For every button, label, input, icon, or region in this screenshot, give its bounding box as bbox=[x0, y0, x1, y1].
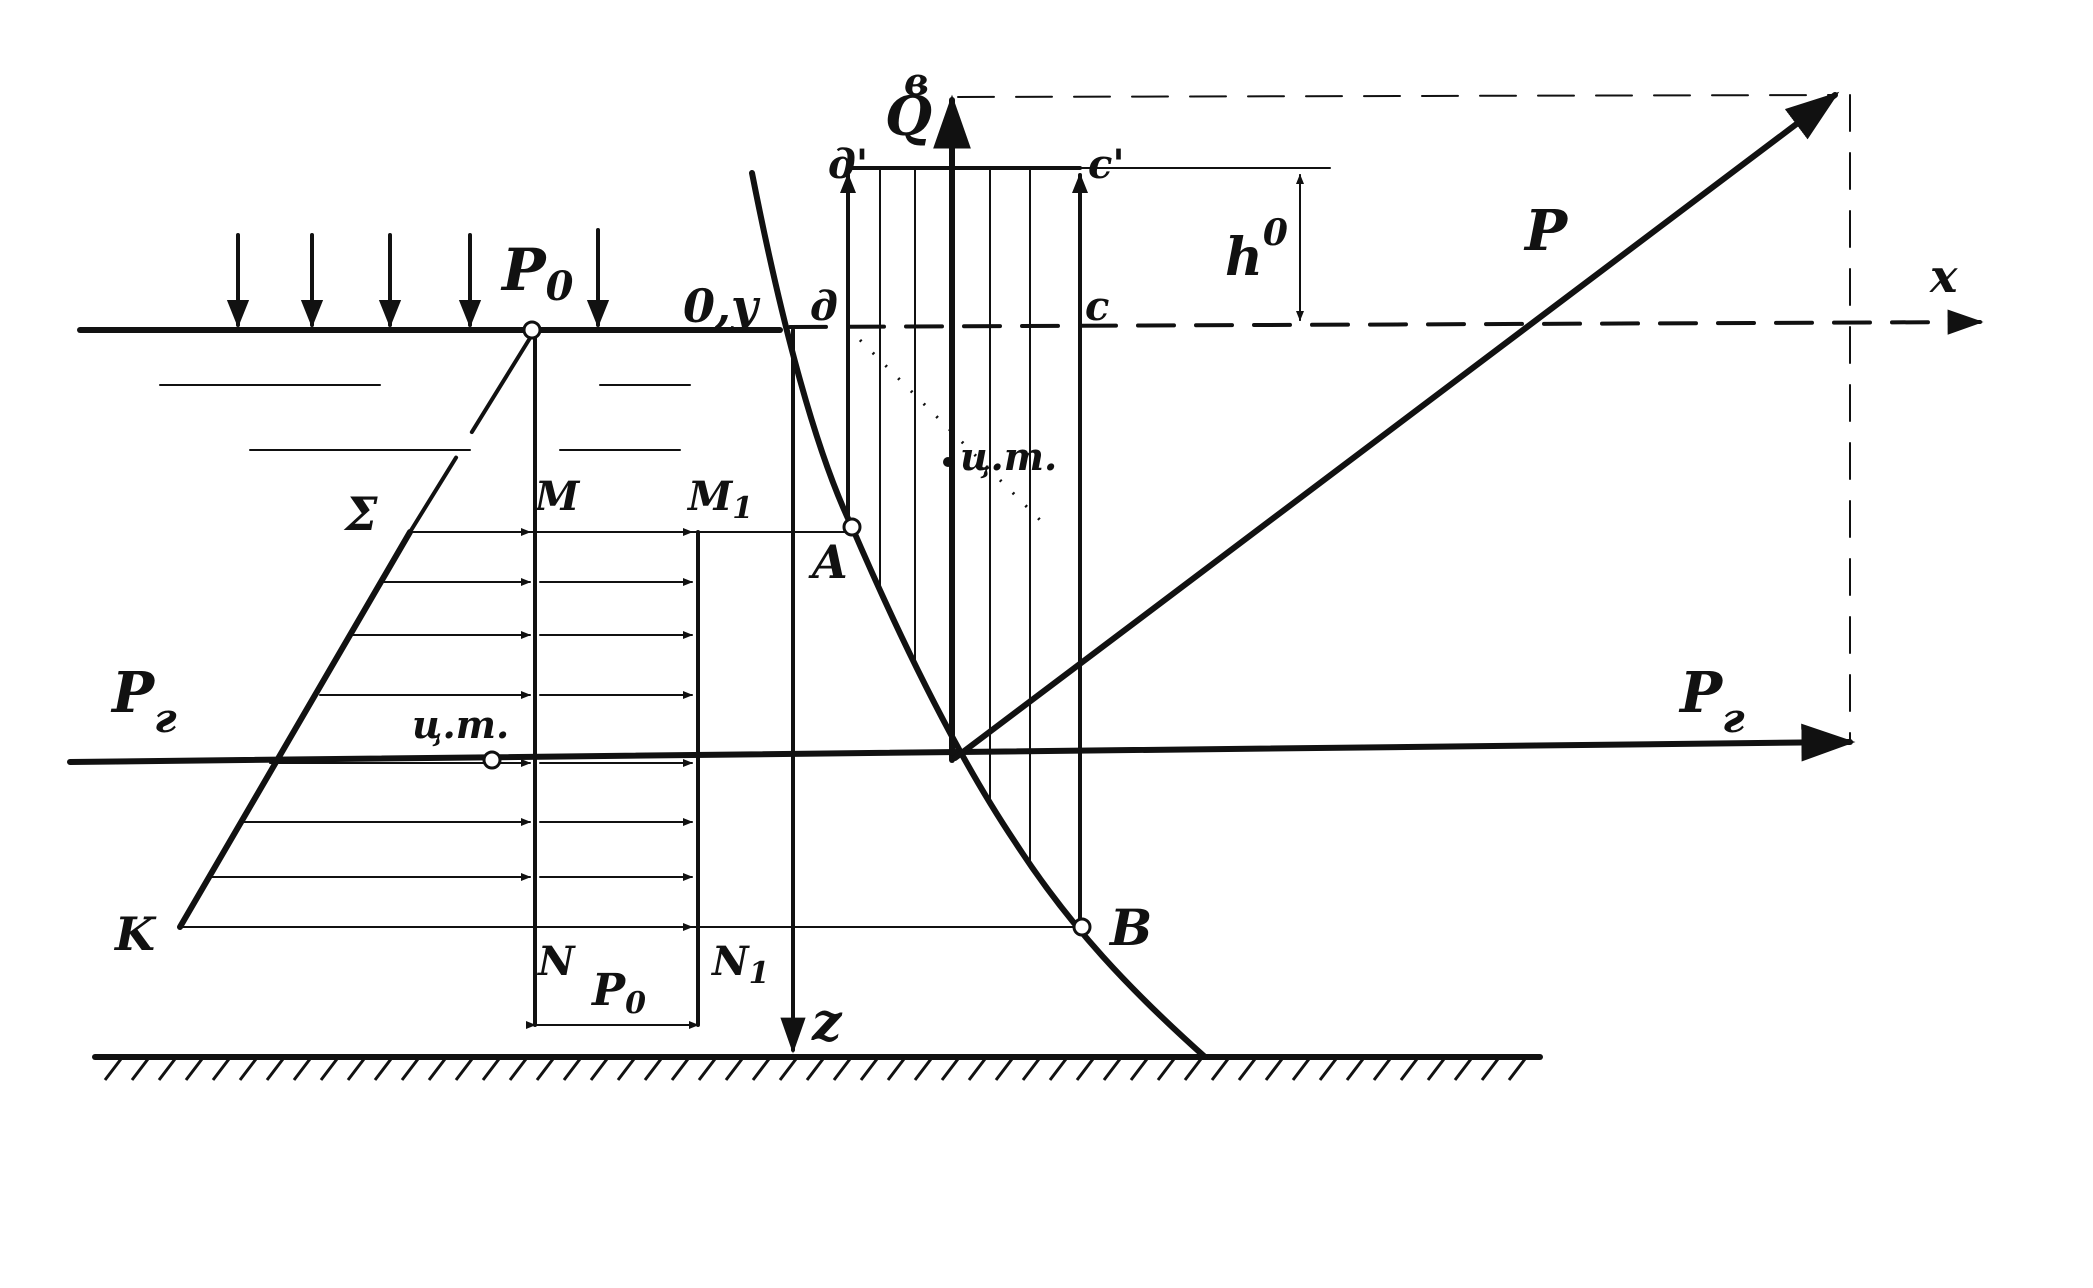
ground-hatch-line bbox=[1399, 1058, 1419, 1081]
ground-hatch-line bbox=[1102, 1058, 1122, 1081]
label-pd: P0 bbox=[590, 965, 646, 1021]
label-m: M bbox=[533, 473, 581, 520]
ground-hatch-line bbox=[292, 1058, 312, 1081]
horizontal-pressure-arrows bbox=[211, 528, 693, 931]
resultant-force bbox=[952, 91, 1851, 761]
ground-hatch-line bbox=[724, 1058, 744, 1081]
ground-hatch-line bbox=[454, 1058, 474, 1081]
ground-hatch-line bbox=[373, 1058, 393, 1081]
ground-hatch-line bbox=[346, 1058, 366, 1081]
ground-hatch-line bbox=[400, 1058, 420, 1081]
label-p: P bbox=[1523, 198, 1569, 264]
ground-hatch-line bbox=[616, 1058, 636, 1081]
label-d: д bbox=[810, 283, 838, 330]
ground-hatch-line bbox=[913, 1058, 933, 1081]
ground-hatch-line bbox=[184, 1058, 204, 1081]
ground-hatch-line bbox=[751, 1058, 771, 1081]
label-c: c bbox=[1085, 283, 1109, 330]
ground-hatch-line bbox=[319, 1058, 339, 1081]
ground-hatch-line bbox=[1156, 1058, 1176, 1081]
ground-hatch-line bbox=[805, 1058, 825, 1081]
ground-hatch-line bbox=[103, 1058, 123, 1081]
labels: P0 0,y x z д c д' c' Qв h0 P Pг Pг ц.т. … bbox=[110, 59, 1958, 1053]
ground-hatch-line bbox=[1021, 1058, 1041, 1081]
ground-hatch-line bbox=[265, 1058, 285, 1081]
ground-hatch-line bbox=[1507, 1058, 1527, 1081]
pressure-diagram bbox=[177, 328, 1081, 1029]
label-qb: Qв bbox=[885, 59, 932, 148]
label-origin: 0,y bbox=[683, 279, 761, 333]
label-pg-right: Pг bbox=[1678, 660, 1745, 742]
point-p0 bbox=[522, 320, 542, 340]
ground-hatch-line bbox=[589, 1058, 609, 1081]
point-ct-left bbox=[482, 750, 502, 770]
label-x-axis: x bbox=[1929, 249, 1958, 303]
ground-hatch-line bbox=[211, 1058, 231, 1081]
ground-hatch-line bbox=[859, 1058, 879, 1081]
ground-hatch-line bbox=[940, 1058, 960, 1081]
ground-hatch-line bbox=[238, 1058, 258, 1081]
ground-hatch-line bbox=[1291, 1058, 1311, 1081]
label-n1: N1 bbox=[710, 938, 769, 991]
ground-hatch-line bbox=[778, 1058, 798, 1081]
ground-hatch-line bbox=[994, 1058, 1014, 1081]
point-a bbox=[842, 517, 862, 537]
ground-hatch-line bbox=[670, 1058, 690, 1081]
ground-hatch-line bbox=[562, 1058, 582, 1081]
points bbox=[482, 320, 1092, 937]
ground-hatch-line bbox=[481, 1058, 501, 1081]
ground-hatch-line bbox=[1372, 1058, 1392, 1081]
ground-hatch-line bbox=[1237, 1058, 1257, 1081]
label-a: A bbox=[808, 535, 848, 589]
ground-hatch-line bbox=[1264, 1058, 1284, 1081]
label-ct-body: ц.т. bbox=[960, 434, 1057, 479]
ground-hatch-line bbox=[427, 1058, 447, 1081]
ground-hatch-line bbox=[1426, 1058, 1446, 1081]
label-p0: P0 bbox=[500, 236, 574, 310]
label-n: N bbox=[536, 938, 576, 985]
label-h0: h0 bbox=[1225, 212, 1288, 288]
point-b bbox=[1072, 917, 1092, 937]
ground-hatch-line bbox=[1210, 1058, 1230, 1081]
label-m1: M1 bbox=[686, 473, 753, 526]
ground-hatch-line bbox=[1453, 1058, 1473, 1081]
label-c-prime: c' bbox=[1088, 141, 1125, 188]
ground-hatch-line bbox=[1318, 1058, 1338, 1081]
ground-hatch-line bbox=[1075, 1058, 1095, 1081]
label-b: B bbox=[1108, 898, 1152, 957]
pressure-body bbox=[840, 166, 1088, 929]
ground-hatch-line bbox=[643, 1058, 663, 1081]
ground-hatch-line bbox=[832, 1058, 852, 1081]
label-ct-left: ц.т. bbox=[412, 702, 509, 747]
ground-hatch-line bbox=[1129, 1058, 1149, 1081]
ground-hatch-line bbox=[535, 1058, 555, 1081]
label-pg-left: Pг bbox=[110, 660, 177, 742]
label-z-axis: z bbox=[811, 992, 843, 1053]
curved-surface bbox=[749, 170, 1208, 1060]
ground-hatch-line bbox=[1480, 1058, 1500, 1081]
point-ct-body bbox=[943, 457, 953, 467]
ground-hatch-line bbox=[967, 1058, 987, 1081]
label-l: Σ bbox=[343, 487, 378, 541]
ground-hatch-line bbox=[886, 1058, 906, 1081]
free-surface bbox=[77, 327, 783, 451]
h0-dimension bbox=[1079, 167, 1331, 321]
ground-hatch-line bbox=[697, 1058, 717, 1081]
surface-pressure-arrows bbox=[226, 228, 610, 328]
ground-hatch-line bbox=[130, 1058, 150, 1081]
ground-hatch-line bbox=[1183, 1058, 1203, 1081]
ground-hatch-line bbox=[1048, 1058, 1068, 1081]
x-axis bbox=[788, 309, 1984, 335]
ground-hatch-line bbox=[1345, 1058, 1365, 1081]
label-d-prime: д' bbox=[828, 141, 868, 188]
ground-hatch-line bbox=[508, 1058, 528, 1081]
ground-hatch-line bbox=[157, 1058, 177, 1081]
ground bbox=[92, 1054, 1543, 1081]
label-k: K bbox=[113, 907, 157, 961]
